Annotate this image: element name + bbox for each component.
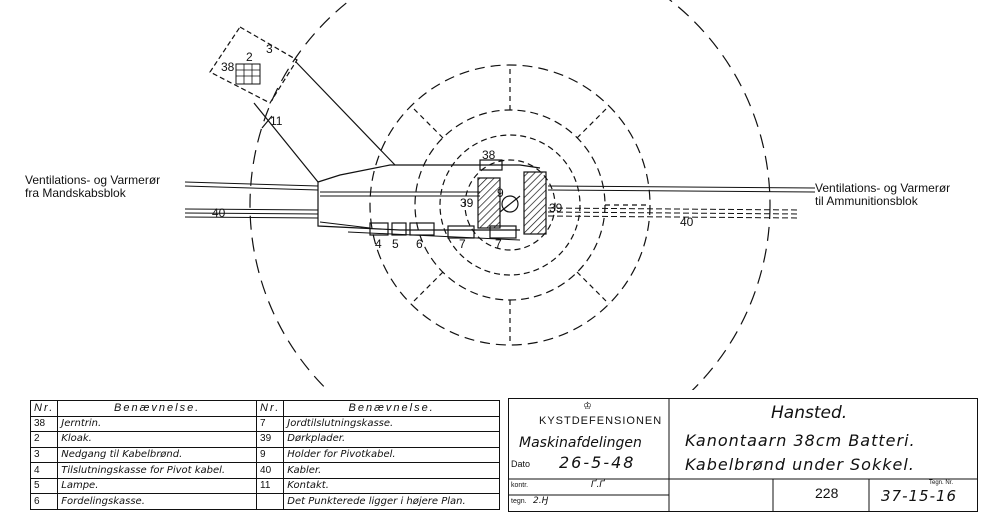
dato-label: Dato [511, 459, 531, 469]
tunnel-outline [317, 164, 541, 183]
callout-39-left: 39 [460, 196, 474, 210]
iron-step [479, 159, 503, 171]
legend-row: 4 Tilslutningskasse for Pivot kabel. 40 … [29, 462, 500, 479]
cable-shaft-outline [209, 26, 298, 104]
legend-row: 3 Nedgang til Kabelbrønd. 9 Holder for P… [29, 446, 500, 464]
tegn-label: tegn. [511, 498, 527, 505]
legend-description: Dørkplader. [283, 431, 500, 448]
legend-number: 5 [29, 477, 59, 495]
legend-number: 39 [256, 431, 285, 448]
legend-description: Holder for Pivotkabel. [283, 446, 500, 464]
legend-number: 4 [29, 462, 59, 479]
right-pipe-label-line2: til Ammunitionsblok [815, 194, 918, 208]
sewer-grate [235, 63, 261, 85]
plan-drawing [184, 0, 816, 390]
legend-number: 2 [29, 431, 59, 448]
legend-col-no-1: Nr. [29, 400, 59, 417]
legend-col-name-2: Benævnelse. [283, 400, 500, 417]
callout-4: 4 [375, 237, 382, 251]
department: Maskinafdelingen [519, 435, 642, 451]
pivot-holder [501, 195, 519, 213]
legend-description: Kontakt. [283, 477, 500, 495]
floor-plate-right [523, 171, 547, 235]
legend-description: Kloak. [57, 431, 258, 448]
range-circle-5 [249, 0, 771, 390]
callout-11: 11 [270, 114, 283, 128]
ground-box-2 [489, 225, 517, 239]
lamp [391, 222, 407, 236]
drawing-number: 37-15-16 [881, 487, 958, 505]
legend-description: Tilslutningskasse for Pivot kabel. [57, 462, 258, 479]
legend-description: Kabler. [283, 462, 500, 479]
drawing-title-line2: Kabelbrønd under Sokkel. [685, 455, 915, 474]
callout-6: 6 [416, 237, 423, 251]
callout-3: 3 [266, 42, 273, 56]
legend-header-row: Nr. Benævnelse. Nr. Benævnelse. [29, 400, 500, 417]
callout-39-right: 39 [549, 201, 563, 215]
legend-number: 40 [256, 462, 285, 479]
callout-2: 2 [246, 50, 253, 64]
legend-number: 9 [256, 446, 285, 464]
legend-row: 6 Fordelingskasse. Det Punkterede ligger… [29, 493, 500, 510]
title-block: ♔ KYSTDEFENSIONEN Maskinafdelingen Dato … [508, 398, 978, 512]
legend-col-name-1: Benævnelse. [57, 400, 258, 417]
range-circle-1 [464, 159, 556, 251]
legend-number: 6 [29, 493, 59, 510]
legend-description: Lampe. [57, 477, 258, 495]
callout-40-left: 40 [212, 206, 226, 220]
legend-row: 2 Kloak. 39 Dørkplader. [29, 431, 500, 448]
callout-9: 9 [497, 186, 504, 200]
callout-7-right: 7 [495, 237, 502, 251]
legend-number: 38 [29, 415, 59, 433]
legend-description: Jerntrin. [57, 415, 258, 433]
legend-number [256, 493, 285, 510]
legend-description: Jordtilslutningskasse. [283, 415, 500, 433]
legend-description: Fordelingskasse. [57, 493, 258, 510]
legend-number: 7 [256, 415, 285, 433]
legend-row: 38 Jerntrin. 7 Jordtilslutningskasse. [29, 415, 500, 433]
floor-plate-left [477, 177, 501, 229]
right-pipe-label-line1: Ventilations- og Varmerør [815, 181, 951, 195]
drawing-title-line1: Kanontaarn 38cm Batteri. [685, 431, 916, 450]
legend-description: Det Punkterede ligger i højere Plan. [283, 493, 500, 510]
crown-icon: ♔ [583, 401, 592, 412]
range-circle-4 [369, 64, 651, 346]
kontr-value: Ґ.Ґ [591, 480, 605, 490]
tegn-nr-label: Tegn. Nr. [929, 480, 954, 486]
left-pipe-label-line1: Ventilations- og Varmerør [25, 173, 161, 187]
legend-description: Nedgang til Kabelbrønd. [57, 446, 258, 464]
legend-table: Nr. Benævnelse. Nr. Benævnelse. 38 Jernt… [29, 400, 500, 510]
callout-38-step: 38 [482, 148, 496, 162]
callout-5: 5 [392, 237, 399, 251]
callout-7-left: 7 [459, 237, 466, 251]
date: 26-5-48 [559, 453, 636, 472]
sheet-number: 228 [815, 485, 839, 501]
title-block-grid [509, 399, 977, 511]
legend-col-no-2: Nr. [256, 400, 285, 417]
range-circle-3 [414, 109, 606, 301]
distribution-box [409, 222, 435, 236]
kontr-label: kontr. [511, 482, 529, 489]
legend-number: 3 [29, 446, 59, 464]
legend-number: 11 [256, 477, 285, 495]
place-name: Hansted. [771, 403, 848, 423]
ground-box-1 [447, 225, 475, 239]
callout-40-right: 40 [680, 215, 694, 229]
range-circle-2 [439, 134, 581, 276]
left-pipe-label: Ventilations- og Varmerør fra Mandskabsb… [25, 174, 160, 200]
connection-box [369, 222, 389, 236]
callout-38-shaft: 38 [221, 60, 235, 74]
right-pipe-label: Ventilations- og Varmerør til Ammunition… [815, 182, 950, 208]
legend-row: 5 Lampe. 11 Kontakt. [29, 477, 500, 495]
left-pipe-label-line2: fra Mandskabsblok [25, 186, 126, 200]
tegn-value: 2.Ӈ [533, 496, 549, 506]
org-name: KYSTDEFENSIONEN [539, 415, 663, 427]
